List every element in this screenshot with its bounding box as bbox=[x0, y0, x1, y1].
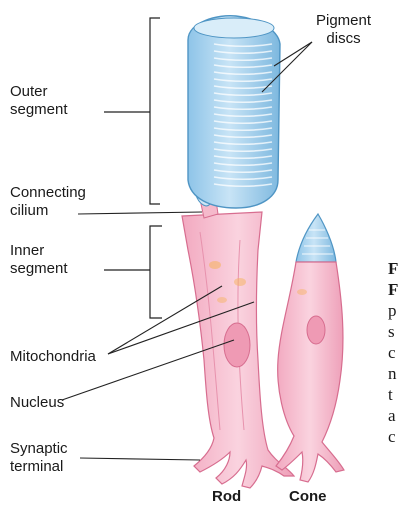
cropped-caption-line: p bbox=[388, 300, 400, 321]
outer-segment-top bbox=[194, 18, 274, 38]
connecting-cilium-leader bbox=[78, 212, 202, 214]
cropped-caption-line: n bbox=[388, 363, 400, 384]
rod-mitochondrion bbox=[217, 297, 227, 303]
cropped-caption-line: c bbox=[388, 426, 400, 447]
cone-nucleus bbox=[307, 316, 325, 344]
cropped-caption-line: t bbox=[388, 384, 400, 405]
label-cone: Cone bbox=[289, 488, 327, 506]
cropped-caption-line: s bbox=[388, 321, 400, 342]
cone-mitochondrion bbox=[297, 289, 307, 295]
synaptic-terminal-leader bbox=[80, 458, 200, 460]
outer-segment-bracket bbox=[104, 18, 160, 204]
rod-mitochondrion bbox=[209, 261, 221, 269]
label-nucleus: Nucleus bbox=[10, 394, 64, 412]
cropped-caption-line: F bbox=[388, 279, 400, 300]
cropped-caption-line: c bbox=[388, 342, 400, 363]
inner-segment-bracket bbox=[104, 226, 162, 318]
cone-cell-body bbox=[276, 262, 344, 482]
label-rod: Rod bbox=[212, 488, 241, 506]
label-synaptic-terminal: Synaptic terminal bbox=[10, 440, 68, 476]
cropped-caption-line: F bbox=[388, 258, 400, 279]
cropped-caption-line: a bbox=[388, 405, 400, 426]
label-pigment-discs: Pigment discs bbox=[316, 12, 371, 48]
label-inner-segment: Inner segment bbox=[10, 242, 68, 278]
label-outer-segment: Outer segment bbox=[10, 83, 68, 119]
cropped-caption: F F p s c n t a c bbox=[388, 258, 400, 447]
rod-mitochondrion bbox=[234, 278, 246, 286]
label-connecting-cilium: Connecting cilium bbox=[10, 184, 86, 220]
label-mitochondria: Mitochondria bbox=[10, 348, 96, 366]
rod-nucleus bbox=[224, 323, 250, 367]
